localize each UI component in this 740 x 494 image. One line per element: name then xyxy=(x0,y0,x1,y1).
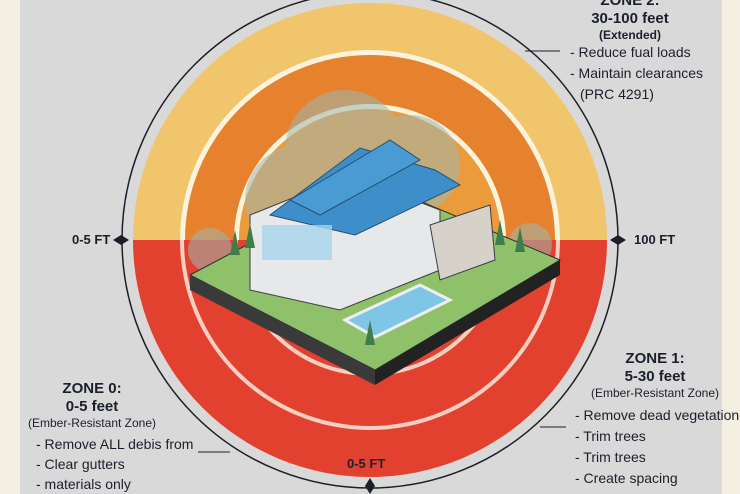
zone0-list: - Remove ALL debis from - Clear gutters … xyxy=(36,434,193,494)
zone0-label: ZONE 0: 0-5 feet (Ember-Resistant Zone) xyxy=(22,380,162,430)
zone0-subtitle: (Ember-Resistant Zone) xyxy=(27,416,157,430)
bottom-distance-label: 0-5 FT xyxy=(347,456,386,471)
zone2-item: (PRC 4291) xyxy=(580,86,654,102)
zone2-label: ZONE 2: 30-100 feet (Extended) xyxy=(560,0,700,42)
bottom-tick-marker xyxy=(365,478,375,494)
zone2-range: 30-100 feet xyxy=(591,10,669,27)
zone1-item: - Create spacing xyxy=(575,470,678,486)
zone1-title: ZONE 1: xyxy=(625,350,685,367)
zone1-item: - Trim trees xyxy=(575,449,646,465)
zone1-item: - Trim trees xyxy=(575,428,646,444)
zone1-item: - Remove dead vegetation xyxy=(575,407,740,423)
left-distance-label: 0-5 FT xyxy=(72,232,111,247)
zone1-range: 5-30 feet xyxy=(624,368,686,385)
zone2-list: - Reduce fual loads - Maintain clearance… xyxy=(570,42,703,105)
right-tick-marker xyxy=(610,235,626,245)
zone2-item: - Reduce fual loads xyxy=(570,44,691,60)
zone2-title: ZONE 2: xyxy=(600,0,660,9)
zone0-item: - Remove ALL debis from xyxy=(36,436,194,452)
pool xyxy=(341,283,454,339)
house-illustration xyxy=(188,139,562,385)
right-distance-label: 100 FT xyxy=(634,232,676,247)
zone1-list: - Remove dead vegetation - Trim trees - … xyxy=(575,405,739,489)
zone0-title: ZONE 0: xyxy=(62,380,122,397)
left-tick-marker xyxy=(113,235,129,245)
zone1-label: ZONE 1: 5-30 feet (Ember-Resistant Zone) xyxy=(570,350,740,400)
zone2-item: - Maintain clearances xyxy=(570,65,704,81)
zone2-subtitle: (Extended) xyxy=(598,28,661,42)
zone1-subtitle: (Ember-Resistant Zone) xyxy=(590,386,720,400)
zone0-item: - Clear gutters xyxy=(36,456,125,472)
zone0-item: - materials only xyxy=(36,476,131,492)
zone0-range: 0-5 feet xyxy=(65,398,119,415)
